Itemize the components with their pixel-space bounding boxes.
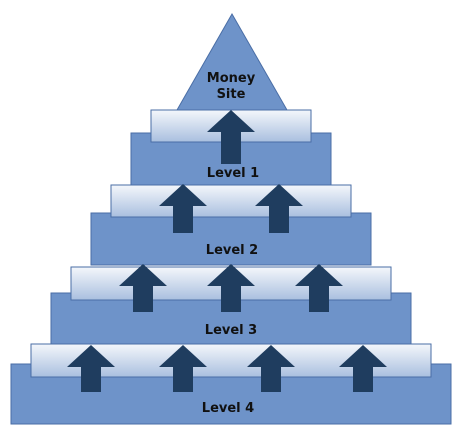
up-arrow-icon	[247, 345, 295, 392]
apex-label-line1: Money	[207, 71, 256, 86]
up-arrow-icon	[255, 184, 303, 233]
up-arrow-icon	[159, 345, 207, 392]
up-arrow-icon	[339, 345, 387, 392]
level-3-label: Level 3	[205, 323, 257, 338]
up-arrow-icon	[207, 264, 255, 312]
apex-label-line2: Site	[217, 87, 246, 102]
level-1-label: Level 1	[207, 166, 259, 181]
band-level-2	[110, 184, 352, 218]
up-arrow-icon	[119, 264, 167, 312]
up-arrow-icon	[295, 264, 343, 312]
level-4-label: Level 4	[202, 401, 254, 416]
up-arrow-icon	[207, 110, 255, 164]
up-arrow-icon	[67, 345, 115, 392]
level-2-label: Level 2	[206, 243, 258, 258]
up-arrow-icon	[159, 184, 207, 233]
